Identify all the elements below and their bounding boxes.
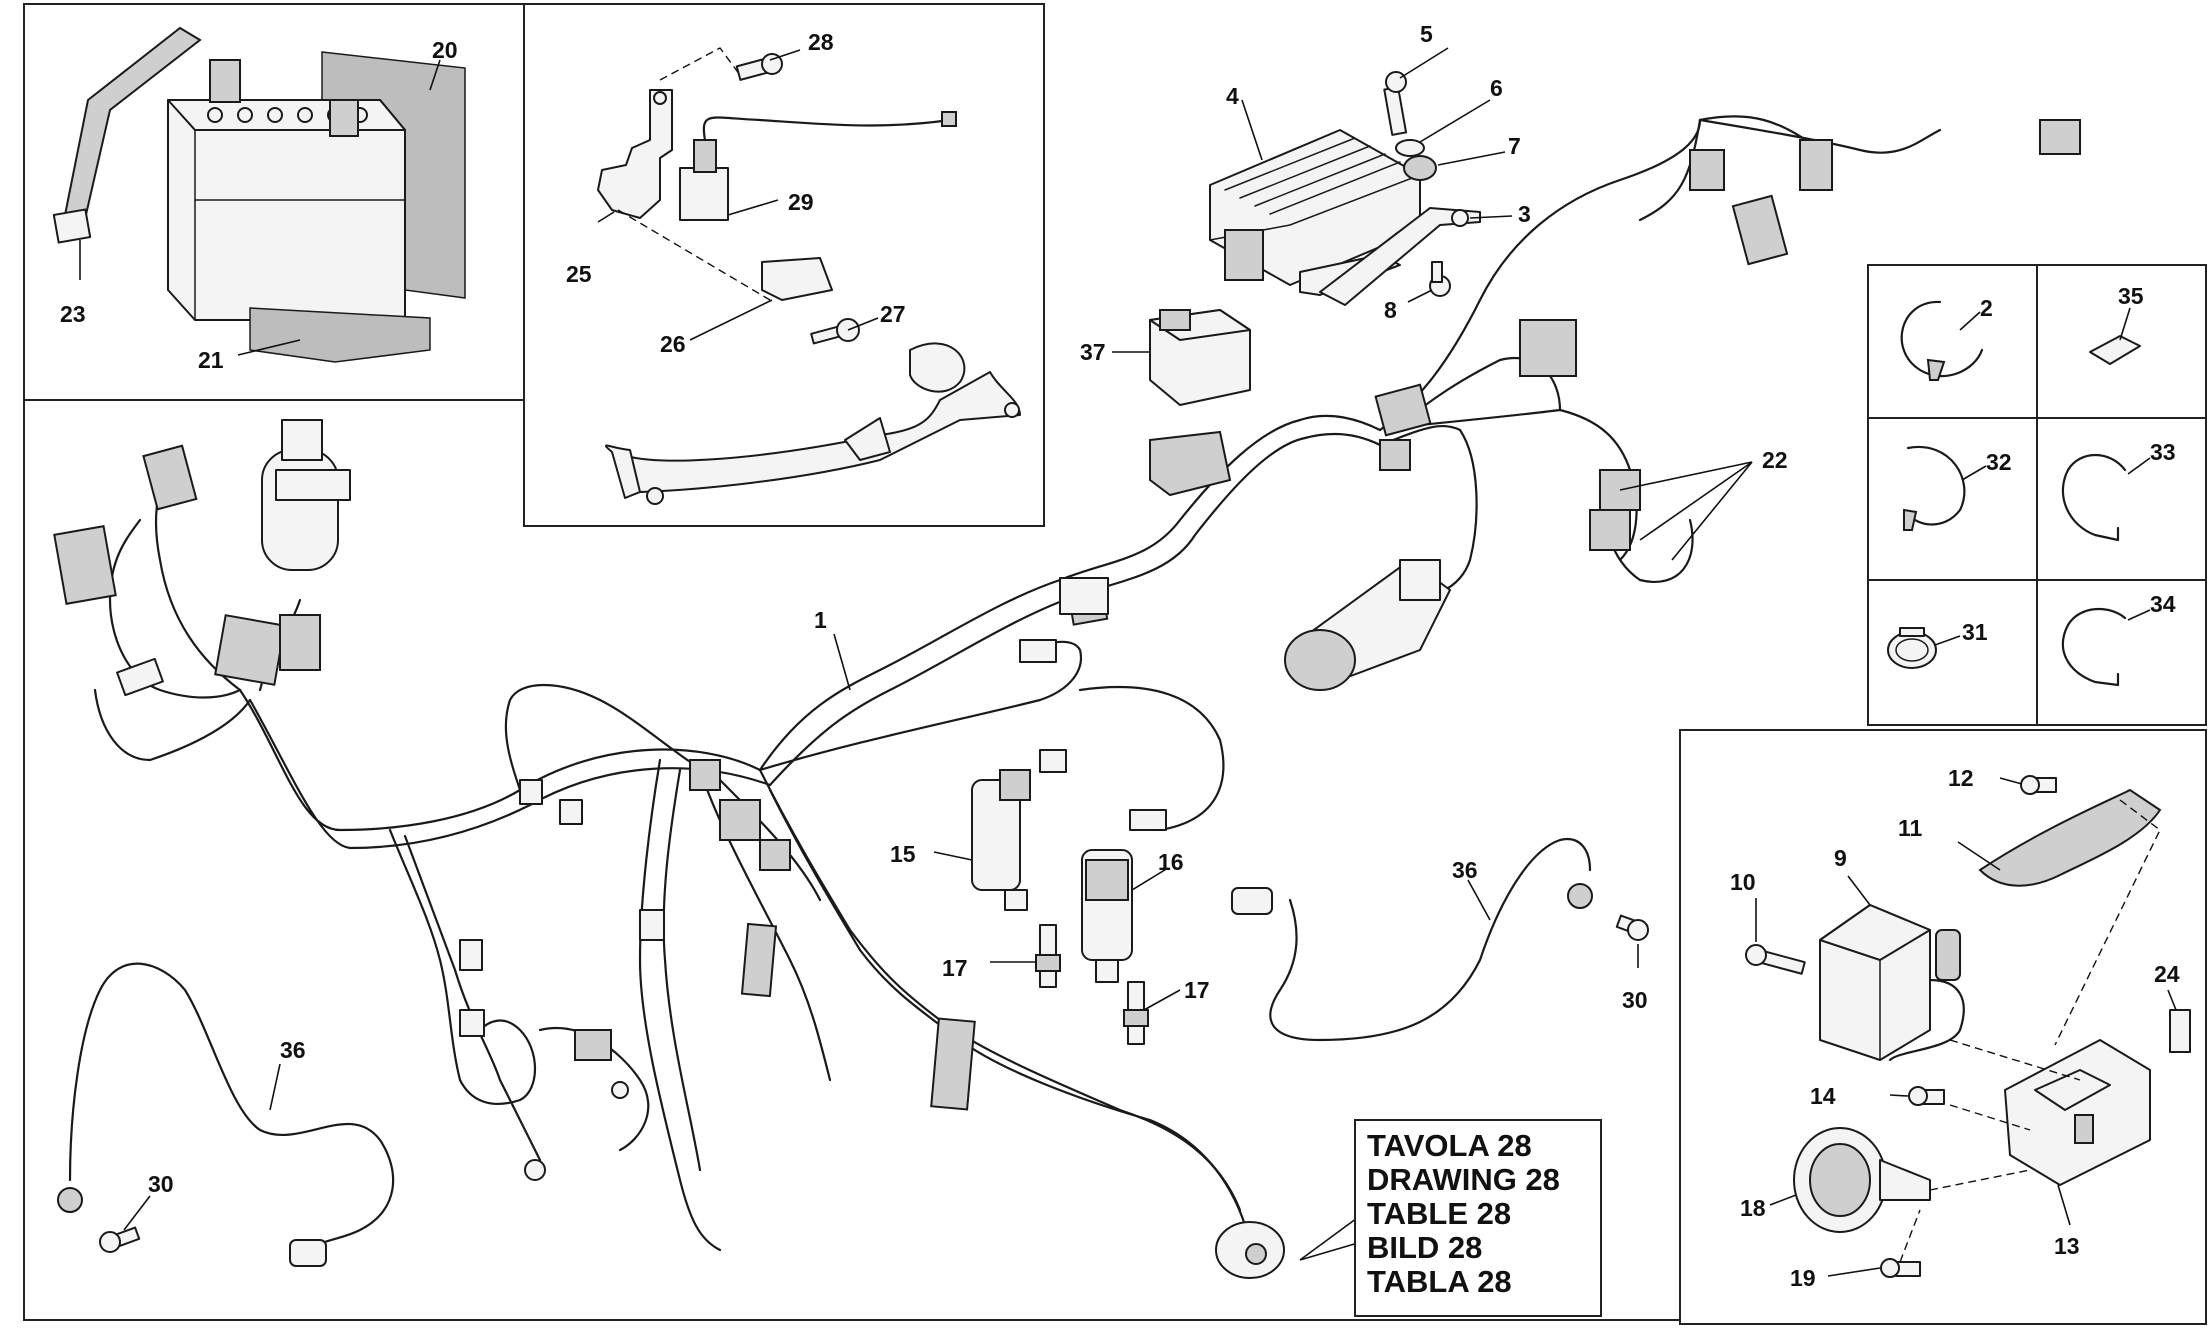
callout-14: 14 xyxy=(1810,1083,1836,1109)
callout-23: 23 xyxy=(60,301,86,327)
callout-1: 1 xyxy=(814,607,827,633)
relay-cover xyxy=(1149,430,1232,497)
brake-light-switch xyxy=(679,167,729,221)
callout-28: 28 xyxy=(808,29,834,55)
reference-note-box xyxy=(1354,1119,1602,1317)
callout-22: 22 xyxy=(1762,447,1788,473)
relay-group xyxy=(1112,309,1251,497)
panel-frames xyxy=(23,3,2207,1325)
socket-group xyxy=(1284,559,1451,691)
callout-17-front: 17 xyxy=(942,955,968,981)
callout-31: 31 xyxy=(1962,619,1988,645)
clamp-33 xyxy=(2061,454,2127,542)
clamp-31 xyxy=(1887,631,1937,669)
main-frame xyxy=(23,400,1680,1321)
callout-30-right: 30 xyxy=(1622,987,1648,1013)
callout-25: 25 xyxy=(566,261,592,287)
callout-11: 11 xyxy=(1898,815,1923,841)
switch-panel-frame xyxy=(523,3,1045,527)
callout-19: 19 xyxy=(1790,1265,1816,1291)
brake-pedal xyxy=(611,371,1021,493)
ground-cable-right xyxy=(1231,879,1649,968)
callout-8: 8 xyxy=(1384,297,1397,323)
ecu-horn-group xyxy=(1745,775,2191,1278)
clip-35 xyxy=(2089,335,2141,365)
callout-33: 33 xyxy=(2150,439,2176,465)
callout-37: 37 xyxy=(1080,339,1106,365)
clip-24 xyxy=(2169,1009,2191,1053)
ignition-coils-group xyxy=(933,769,1181,1045)
callout-16: 16 xyxy=(1158,849,1184,875)
callout-32: 32 xyxy=(1986,449,2012,475)
callout-17-rear: 17 xyxy=(1184,977,1210,1003)
fuel-filter xyxy=(261,449,339,571)
callout-3: 3 xyxy=(1518,201,1531,227)
callout-26: 26 xyxy=(660,331,686,357)
reference-line-2: DRAWING 28 xyxy=(1367,1162,1560,1197)
switch-cover xyxy=(761,257,833,301)
callout-4: 4 xyxy=(1226,83,1239,109)
reference-line-4: BILD 28 xyxy=(1367,1230,1482,1265)
reference-note: TAVOLA 28 DRAWING 28 TABLE 28 BILD 28 TA… xyxy=(1354,1119,1602,1317)
battery-bottom-pad xyxy=(249,307,431,363)
clamps-group xyxy=(1887,300,2151,687)
callout-20: 20 xyxy=(432,37,458,63)
callout-22-leaders xyxy=(1619,461,1753,561)
ground-eyelet-group xyxy=(1215,1209,1369,1279)
brake-switch-group xyxy=(597,47,1021,505)
callout-13: 13 xyxy=(2054,1233,2080,1259)
callout-12: 12 xyxy=(1948,765,1974,791)
callout-15: 15 xyxy=(890,841,916,867)
callout-6: 6 xyxy=(1490,75,1503,101)
ground-cable-left xyxy=(57,962,395,1267)
reference-line-5: TABLA 28 xyxy=(1367,1264,1512,1299)
battery-group xyxy=(52,26,466,363)
battery xyxy=(167,99,406,321)
clamp-32 xyxy=(1904,445,1966,526)
callout-18: 18 xyxy=(1740,1195,1766,1221)
callout-36-right: 36 xyxy=(1452,857,1478,883)
callout-5: 5 xyxy=(1420,21,1433,47)
ecu-bracket xyxy=(2004,1039,2151,1186)
callout-9: 9 xyxy=(1834,845,1847,871)
switch-bracket xyxy=(597,89,673,219)
reference-line-3: TABLE 28 xyxy=(1367,1196,1511,1231)
reference-line-1: TAVOLA 28 xyxy=(1367,1128,1532,1163)
callout-34: 34 xyxy=(2150,591,2176,617)
callout-21: 21 xyxy=(198,347,224,373)
ecu-cover xyxy=(1978,788,2162,887)
callout-10: 10 xyxy=(1730,869,1756,895)
callout-36-left: 36 xyxy=(280,1037,306,1063)
callout-30-left: 30 xyxy=(148,1171,174,1197)
callout-24: 24 xyxy=(2154,961,2180,987)
ignition-coil-front xyxy=(971,779,1021,891)
callout-27: 27 xyxy=(880,301,906,327)
filter-group xyxy=(261,419,351,571)
main-wiring-harness xyxy=(53,115,2081,1252)
callout-35: 35 xyxy=(2118,283,2144,309)
clamp-2 xyxy=(1900,300,1984,378)
clamp-34 xyxy=(2061,607,2127,687)
voltage-regulator-group xyxy=(1209,47,1513,306)
ecu-panel-frame xyxy=(1679,729,2207,1325)
callout-2: 2 xyxy=(1980,295,1993,321)
callout-29: 29 xyxy=(788,189,814,215)
callout-7: 7 xyxy=(1508,133,1521,159)
